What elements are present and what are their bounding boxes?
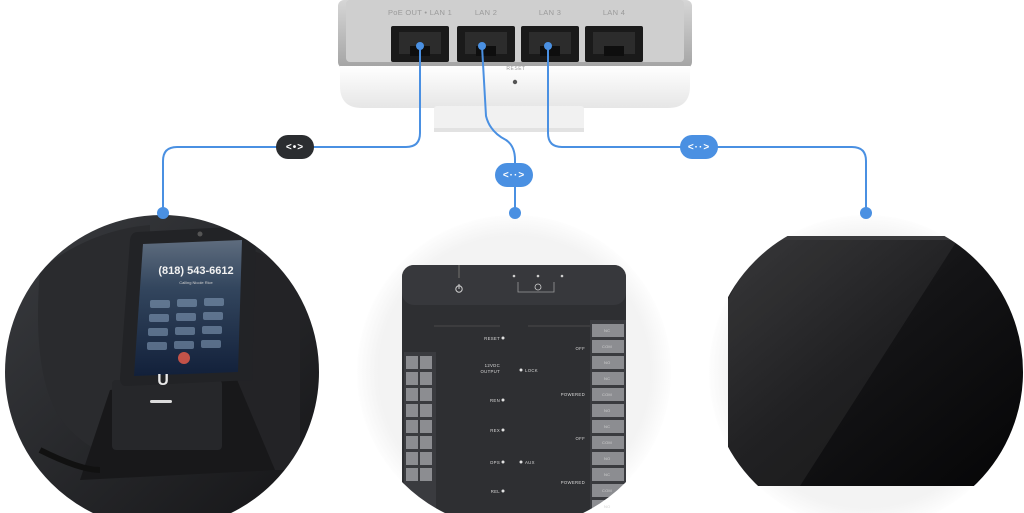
ubiquiti-logo: U xyxy=(157,372,169,389)
link-badge-middle: <··> xyxy=(495,163,533,187)
hub-label-powered-2: POWERED xyxy=(560,480,585,485)
hub-label-lock: LOCK xyxy=(525,368,538,373)
reset-label: RESET xyxy=(506,66,526,72)
phone-call-status: Calling Nicole Rice xyxy=(179,280,213,285)
link-badge-right: <··> xyxy=(680,135,718,159)
tv-panel xyxy=(703,209,1024,513)
hub-label-off-2: OFF xyxy=(575,436,585,441)
hub-label-ren: REN xyxy=(490,398,500,403)
relay-label: NC xyxy=(604,328,611,333)
hub-label-rel: REL xyxy=(490,489,500,494)
relay-label: NO xyxy=(604,408,611,413)
hub-label-reset: RESET xyxy=(484,336,500,341)
link-badge-left: <•> xyxy=(276,135,314,159)
relay-label: COM xyxy=(602,440,612,445)
port-label-lan1: PoE OUT • LAN 1 xyxy=(387,8,453,17)
access-hub-panel xyxy=(351,209,677,513)
relay-label: COM xyxy=(602,488,612,493)
connector-port-dots xyxy=(416,42,552,50)
relay-label: NO xyxy=(604,456,611,461)
lan-port-2 xyxy=(457,26,515,62)
hub-label-aux: AUX xyxy=(525,460,535,465)
right-terminal-block xyxy=(590,320,626,513)
connector-line-middle xyxy=(481,45,516,212)
relay-label: NO xyxy=(604,360,611,365)
port-label-lan3: LAN 3 xyxy=(538,8,562,17)
hangup-icon xyxy=(178,352,190,364)
hub-label-rex: REX xyxy=(490,428,500,433)
relay-label: NC xyxy=(604,472,611,477)
relay-label: COM xyxy=(602,344,612,349)
hub-label-12vdc-output: 12VDC OUTPUT xyxy=(480,363,500,374)
lan-port-4 xyxy=(585,26,643,62)
left-terminal-block xyxy=(404,352,436,513)
network-switch xyxy=(338,0,692,132)
relay-label: NC xyxy=(604,424,611,429)
phone-keypad xyxy=(147,298,224,350)
hub-label-dps: DPS xyxy=(490,460,500,465)
endpoint-dots xyxy=(157,207,872,219)
relay-label: NO xyxy=(604,504,611,509)
port-label-lan4: LAN 4 xyxy=(602,8,626,17)
relay-label: COM xyxy=(602,392,612,397)
phone-panel xyxy=(0,209,325,513)
hub-label-off-1: OFF xyxy=(575,346,585,351)
status-led xyxy=(150,400,172,403)
relay-label: NC xyxy=(604,376,611,381)
port-label-lan2: LAN 2 xyxy=(474,8,498,17)
hub-label-powered-1: POWERED xyxy=(560,392,585,397)
camera-icon xyxy=(197,231,203,237)
phone-number: (818) 543-6612 xyxy=(158,265,234,277)
